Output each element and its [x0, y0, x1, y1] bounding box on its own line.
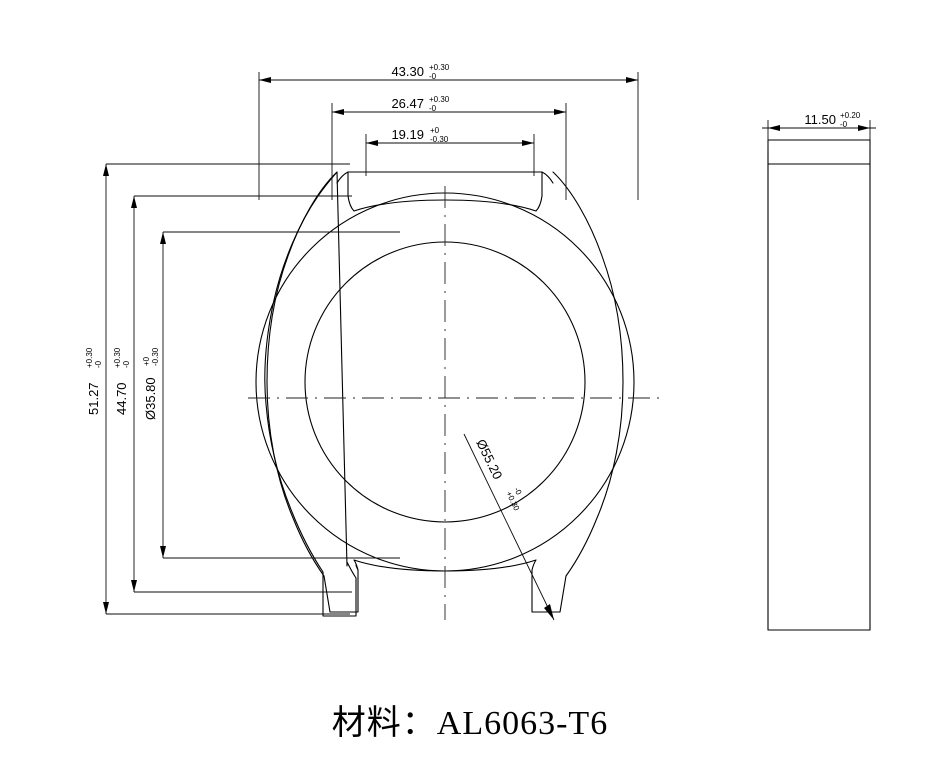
dim-tol-upper-26-47: +0.30 — [429, 95, 450, 104]
dim-text-d55-20: Ø55.20 — [473, 437, 505, 482]
dimension-51-27: 51.27 +0.30 -0 — [85, 163, 350, 615]
dim-tol-lower-51-27: -0 — [94, 360, 103, 368]
dim-text-11-50: 11.50 — [804, 112, 836, 127]
arrowhead-11-right — [858, 125, 870, 131]
arrowhead-35-top — [160, 232, 166, 244]
arrowhead-26-left — [332, 109, 344, 115]
arrowhead-51-bottom — [103, 602, 109, 614]
dimension-d55-20: Ø55.20 +0.30 -0 — [463, 433, 555, 621]
side-view-geometry — [767, 139, 871, 631]
lug-top-right-fillet — [541, 171, 554, 184]
arrowhead-11-left — [768, 125, 780, 131]
dim-tol-lower-d55-20: -0 — [512, 486, 523, 497]
dim-line-55-leader — [463, 433, 555, 621]
dim-tol-upper-19-19: +0 — [430, 126, 440, 135]
case-left-silhouette — [266, 171, 338, 577]
front-view-geometry — [248, 171, 660, 620]
dim-tol-upper-43-30: +0.30 — [429, 63, 450, 72]
dim-text-43-30: 43.30 — [391, 64, 424, 79]
dim-text-19-19: 19.19 — [391, 127, 424, 142]
dimension-26-47: 26.47 +0.30 -0 — [331, 95, 567, 200]
case-right-silhouette — [552, 171, 624, 577]
dim-tol-lower-26-47: -0 — [429, 104, 437, 113]
dimension-43-30: 43.30 +0.30 -0 — [258, 63, 639, 200]
lug-top-left-fillet — [336, 171, 349, 184]
dim-text-d35-80: Ø35.80 — [143, 377, 158, 420]
arrowhead-44-top — [131, 196, 137, 208]
dim-tol-lower-d35-80: -0.30 — [151, 347, 160, 366]
dim-text-26-47: 26.47 — [391, 96, 424, 111]
dim-tol-upper-11-50: +0.20 — [840, 111, 861, 120]
arrowhead-44-bottom — [131, 580, 137, 592]
dim-text-51-27: 51.27 — [86, 382, 101, 415]
dim-tol-lower-19-19: -0.30 — [430, 135, 449, 144]
case-outer-profile — [264, 171, 357, 617]
dim-tol-lower-43-30: -0 — [429, 72, 437, 81]
arrowhead-55 — [544, 604, 554, 620]
dimension-11-50: 11.50 +0.20 -0 — [762, 111, 876, 150]
lug-bottom-right — [531, 569, 567, 613]
arrowhead-43-left — [259, 77, 271, 83]
dim-text-44-70: 44.70 — [114, 382, 129, 415]
arrowhead-19-right — [522, 140, 534, 146]
arrowhead-43-right — [626, 77, 638, 83]
arrowhead-26-right — [554, 109, 566, 115]
dim-tol-upper-51-27: +0.30 — [85, 347, 94, 368]
dim-tol-upper-d35-80: +0 — [142, 356, 151, 366]
dimension-d35-80: Ø35.80 +0 -0.30 — [142, 231, 400, 559]
dimension-44-70: 44.70 +0.30 -0 — [113, 195, 352, 593]
arrowhead-19-left — [366, 140, 378, 146]
dimension-19-19: 19.19 +0 -0.30 — [365, 126, 535, 176]
arrowhead-35-bottom — [160, 546, 166, 558]
dim-tol-lower-44-70: -0 — [122, 360, 131, 368]
dim-tol-upper-44-70: +0.30 — [113, 347, 122, 368]
dim-tol-lower-11-50: -0 — [840, 120, 848, 129]
arrowhead-51-top — [103, 164, 109, 176]
material-note: 材料：AL6063-T6 — [331, 705, 609, 742]
side-view-body — [767, 139, 871, 631]
lug-bottom-left — [323, 569, 359, 613]
